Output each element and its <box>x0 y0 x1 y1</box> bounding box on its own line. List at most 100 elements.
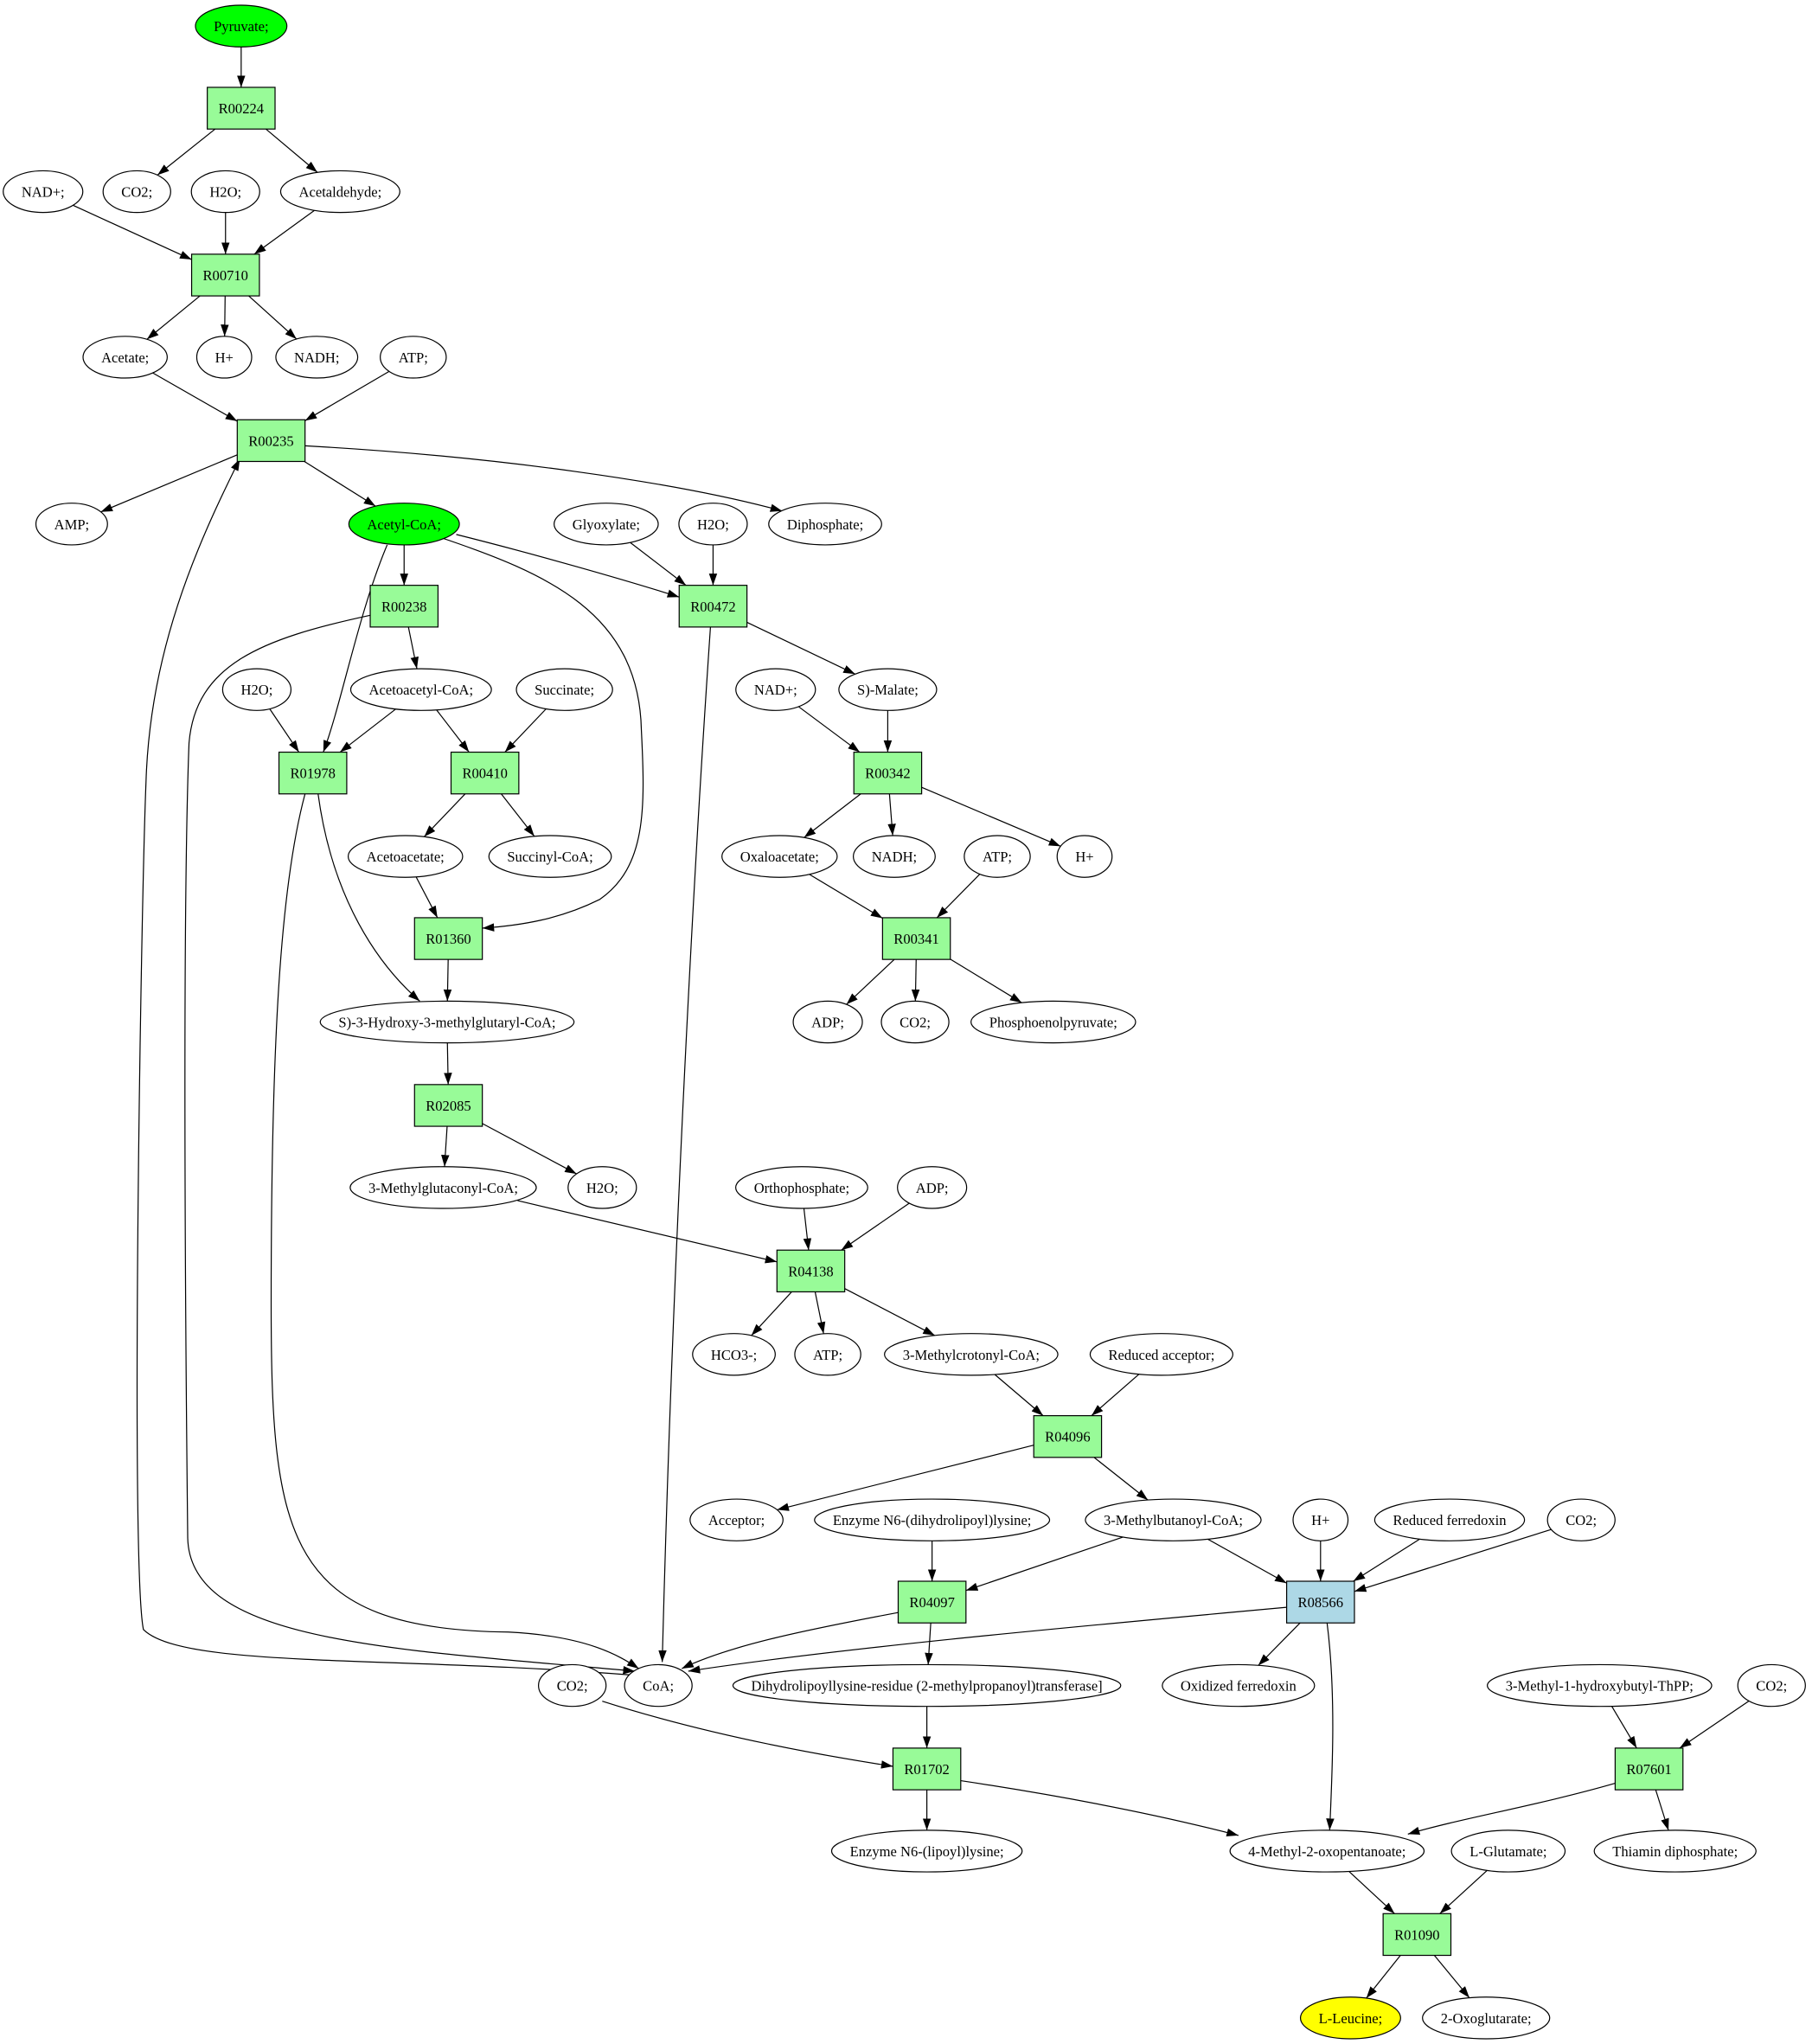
compound-node-coa[interactable]: CoA; <box>624 1663 693 1708</box>
compound-node-mhbthpp[interactable]: 3-Methyl-1-hydroxybutyl-ThPP; <box>1487 1663 1713 1708</box>
compound-node-hco3[interactable]: HCO3-; <box>692 1333 776 1376</box>
compound-node-acetoacetylcoa[interactable]: Acetoacetyl-CoA; <box>349 668 492 711</box>
reaction-box <box>1033 1415 1103 1458</box>
reaction-node-R01090[interactable]: R01090 <box>1382 1913 1452 1957</box>
compound-node-hplus1[interactable]: H+ <box>195 336 253 379</box>
compound-node-hplus3[interactable]: H+ <box>1292 1498 1349 1541</box>
compound-ellipse <box>1089 1333 1234 1376</box>
edge-R02085-to-mglutaconyl <box>441 1126 450 1167</box>
compound-node-oxferredoxin[interactable]: Oxidized ferredoxin <box>1162 1663 1316 1708</box>
compound-node-atp2[interactable]: ATP; <box>964 835 1031 878</box>
compound-node-acetaldehyde[interactable]: Acetaldehyde; <box>279 170 400 214</box>
compound-node-orthophosphate[interactable]: Orthophosphate; <box>735 1166 868 1209</box>
compound-ellipse <box>880 1000 950 1044</box>
compound-node-h2o_1[interactable]: H2O; <box>190 170 260 214</box>
compound-node-pyruvate[interactable]: Pyruvate; <box>195 4 288 48</box>
compound-node-mglutaconyl[interactable]: 3-Methylglutaconyl-CoA; <box>349 1166 537 1209</box>
edge-adp2-to-R04138 <box>841 1202 910 1251</box>
compound-node-lleucine[interactable]: L-Leucine; <box>1299 1996 1401 2040</box>
compound-node-co2_5[interactable]: CO2; <box>1737 1663 1806 1708</box>
node-label: NAD+; <box>754 682 797 698</box>
compound-node-amp[interactable]: AMP; <box>35 503 108 546</box>
compound-ellipse <box>3 170 84 214</box>
reaction-node-R00224[interactable]: R00224 <box>207 87 276 130</box>
node-label: CO2; <box>1565 1512 1597 1528</box>
reaction-box <box>853 751 923 795</box>
compound-node-co2_2[interactable]: CO2; <box>880 1000 950 1044</box>
compound-node-adp1[interactable]: ADP; <box>792 1000 863 1044</box>
reaction-node-R08566[interactable]: R08566 <box>1285 1580 1355 1624</box>
node-label: Thiamin diphosphate; <box>1612 1843 1738 1860</box>
compound-node-enzdihydro[interactable]: Enzyme N6-(dihydrolipoyl)lysine; <box>814 1498 1051 1541</box>
compound-node-mcrotonyl[interactable]: 3-Methylcrotonyl-CoA; <box>884 1333 1059 1376</box>
edge-lglutamate-to-R01090 <box>1439 1869 1488 1914</box>
compound-node-redferredoxin[interactable]: Reduced ferredoxin <box>1373 1498 1526 1541</box>
reaction-node-R01978[interactable]: R01978 <box>278 751 348 795</box>
reaction-node-R04138[interactable]: R04138 <box>776 1249 846 1293</box>
compound-node-co2_3[interactable]: CO2; <box>1546 1498 1616 1541</box>
compound-node-hplus2[interactable]: H+ <box>1056 835 1113 878</box>
compound-node-thiamindp[interactable]: Thiamin diphosphate; <box>1593 1829 1757 1873</box>
reaction-node-R00472[interactable]: R00472 <box>678 585 748 628</box>
reaction-node-R04096[interactable]: R04096 <box>1033 1415 1103 1458</box>
reaction-node-R00235[interactable]: R00235 <box>236 419 306 463</box>
reaction-node-R01702[interactable]: R01702 <box>892 1747 962 1791</box>
compound-node-acceptor[interactable]: Acceptor; <box>689 1498 784 1541</box>
compound-node-h2o_3[interactable]: H2O; <box>221 668 292 711</box>
compound-node-glyoxylate[interactable]: Glyoxylate; <box>554 503 659 546</box>
compound-node-enzlipoyl[interactable]: Enzyme N6-(lipoyl)lysine; <box>830 1829 1023 1873</box>
compound-node-smalate[interactable]: S)-Malate; <box>838 668 938 711</box>
compound-node-nadh2[interactable]: NADH; <box>853 835 936 878</box>
reaction-node-R04097[interactable]: R04097 <box>897 1580 967 1624</box>
node-label: 4-Methyl-2-oxopentanoate; <box>1248 1843 1405 1860</box>
reaction-node-R00710[interactable]: R00710 <box>190 253 260 297</box>
reaction-node-R00342[interactable]: R00342 <box>853 751 923 795</box>
compound-node-dihydrotransferase[interactable]: Dihydrolipoyllysine-residue (2-methylpro… <box>732 1663 1122 1708</box>
compound-ellipse <box>735 668 816 711</box>
edge-R00235-to-diphosphate <box>304 445 783 512</box>
reaction-node-R00238[interactable]: R00238 <box>369 585 439 628</box>
compound-node-oxaloacetate[interactable]: Oxaloacetate; <box>721 835 838 878</box>
compound-ellipse <box>970 1000 1137 1044</box>
compound-node-pep[interactable]: Phosphoenolpyruvate; <box>970 1000 1137 1044</box>
compound-node-co2_1[interactable]: CO2; <box>102 170 171 214</box>
compound-node-nad1[interactable]: NAD+; <box>3 170 84 214</box>
reaction-box <box>236 419 306 463</box>
compound-node-succinylcoa[interactable]: Succinyl-CoA; <box>488 835 612 878</box>
node-label: R00710 <box>203 267 248 284</box>
compound-node-h2o_2[interactable]: H2O; <box>678 503 748 546</box>
compound-node-acetate[interactable]: Acetate; <box>82 336 168 379</box>
compound-node-atp1[interactable]: ATP; <box>380 336 447 379</box>
node-label: R00341 <box>893 931 938 947</box>
compound-node-redacceptor[interactable]: Reduced acceptor; <box>1089 1333 1234 1376</box>
compound-node-adp2[interactable]: ADP; <box>897 1166 968 1209</box>
compound-node-oxoglutarate[interactable]: 2-Oxoglutarate; <box>1422 1996 1551 2040</box>
compound-node-diphosphate[interactable]: Diphosphate; <box>768 503 882 546</box>
compound-node-h2o_4[interactable]: H2O; <box>567 1166 637 1209</box>
compound-node-succinate[interactable]: Succinate; <box>515 668 613 711</box>
node-label: R00224 <box>219 100 265 117</box>
compound-node-acetylcoa[interactable]: Acetyl-CoA; <box>348 503 460 546</box>
node-label: Acetoacetyl-CoA; <box>369 682 474 698</box>
compound-ellipse <box>721 835 838 878</box>
edge-R00342-to-oxaloacetate <box>804 793 861 838</box>
compound-node-mbutanoyl[interactable]: 3-Methylbutanoyl-CoA; <box>1085 1498 1262 1541</box>
compound-ellipse <box>838 668 938 711</box>
compound-ellipse <box>897 1166 968 1209</box>
reaction-box <box>1382 1913 1452 1957</box>
compound-node-acetoacetate[interactable]: Acetoacetate; <box>347 835 464 878</box>
reaction-node-R07601[interactable]: R07601 <box>1614 1747 1684 1791</box>
reaction-node-R00410[interactable]: R00410 <box>450 751 520 795</box>
compound-node-nad2[interactable]: NAD+; <box>735 668 816 711</box>
compound-node-co2_4[interactable]: CO2; <box>538 1663 607 1708</box>
compound-node-nadh1[interactable]: NADH; <box>275 336 359 379</box>
compound-node-lglutamate[interactable]: L-Glutamate; <box>1450 1829 1566 1873</box>
reaction-box <box>776 1249 846 1293</box>
reaction-node-R00341[interactable]: R00341 <box>881 917 951 960</box>
compound-node-atp3[interactable]: ATP; <box>794 1333 861 1376</box>
compound-node-hmgcoa[interactable]: S)-3-Hydroxy-3-methylglutaryl-CoA; <box>319 1000 575 1044</box>
reaction-node-R01360[interactable]: R01360 <box>413 917 483 960</box>
reaction-node-R02085[interactable]: R02085 <box>413 1084 483 1127</box>
compound-node-moxopentanoate[interactable]: 4-Methyl-2-oxopentanoate; <box>1229 1829 1425 1873</box>
node-label: Acetyl-CoA; <box>367 516 441 533</box>
